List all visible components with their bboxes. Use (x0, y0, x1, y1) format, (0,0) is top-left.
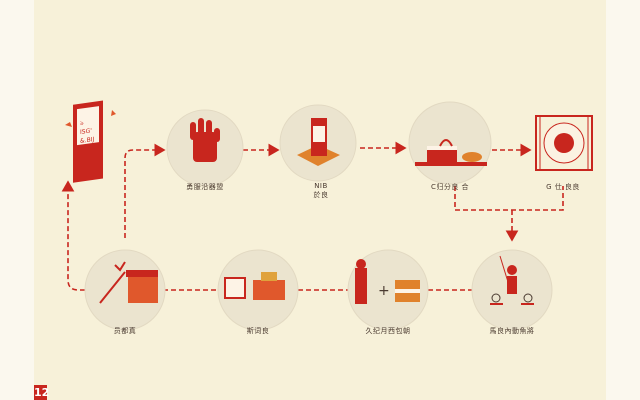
calendar-box-icon (224, 272, 285, 300)
recipe-card-icon (65, 100, 116, 183)
connector-bridge (454, 186, 564, 211)
node-label-2: NIB 於良 (313, 182, 329, 199)
svg-text:+: + (378, 283, 390, 299)
node-label-4: G 仕 良良 (546, 183, 580, 191)
node-label-1: 勇服沿器盟 (186, 183, 224, 191)
node-label-5: 员都真 (113, 327, 137, 335)
gift-box-icon (99, 261, 158, 304)
node-label-6: 斯词良 (246, 327, 270, 335)
node-circle (347, 249, 429, 331)
card-text: ঌ ISG' &.BIJ (80, 117, 94, 146)
paper-background (34, 0, 606, 400)
node-label-7: 久纪月西包朝 (365, 327, 411, 335)
stamp-tower-icon (297, 118, 340, 166)
glove-icon (190, 118, 220, 162)
flower-frame-icon (535, 115, 593, 171)
node-label-3: C归分良 合 (430, 183, 470, 191)
child-scale-icon (490, 255, 534, 305)
person-plus-cake-icon: + (355, 259, 420, 304)
cake-tray-icon (415, 139, 487, 166)
node-label-8: 馬良內動魚將 (489, 327, 535, 335)
page-number: 12 (34, 385, 50, 400)
connector-left-loop (124, 143, 166, 238)
